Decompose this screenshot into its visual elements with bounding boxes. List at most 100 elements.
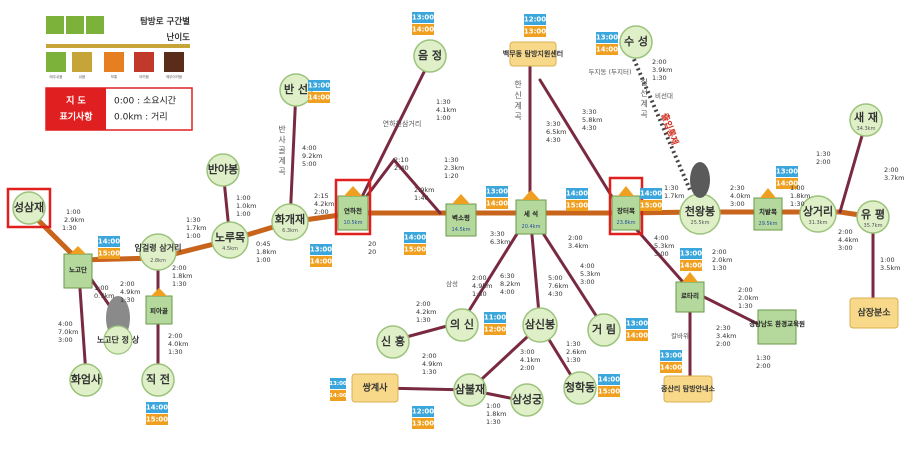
- shelter-yeonhacheon[interactable]: 연하천 10.5km: [337, 186, 369, 231]
- node-seongsamjae[interactable]: 성삼재: [12, 191, 46, 225]
- time-box-geoim: 13:00 14:00: [626, 318, 648, 341]
- hut-icon: [522, 190, 540, 200]
- hut-icon: [344, 186, 362, 196]
- time-box-hwagaejae: 13:00 14:00: [310, 244, 332, 267]
- dist-text: 4.2km: [314, 200, 334, 208]
- dist-text: 5:00: [548, 274, 563, 282]
- time-text: 13:00: [626, 320, 648, 328]
- node-norumok[interactable]: 노루목 4.5km: [211, 221, 249, 259]
- time-text: 15:00: [98, 250, 120, 258]
- node-imgeollyeong[interactable]: 임걸령 삼거리 2.8km: [135, 233, 182, 271]
- time-text: 13:00: [412, 14, 434, 22]
- distance-labels: 1:00 2.9km 1:30 1:30 1.7km 1:00 1:00 1.0…: [58, 58, 904, 426]
- shelter-sub: 29.5km: [759, 221, 778, 227]
- node-yupyeong[interactable]: 유 평 35.7km: [856, 200, 890, 234]
- node-hwagaejae[interactable]: 화개재 6.3km: [271, 203, 309, 241]
- box-baengmudong[interactable]: 백무동 탐방지원센터: [503, 41, 563, 67]
- level-swatch: [66, 16, 84, 34]
- shelter-label: 벽소령: [452, 213, 470, 222]
- level-very-hard-label: 매우어려움: [166, 74, 183, 79]
- dist-text: 3.5km: [880, 264, 900, 272]
- dist-text: 2:40: [394, 164, 409, 172]
- dist-text: 1:40: [414, 194, 429, 202]
- shelter-sub: 10.5km: [344, 220, 363, 226]
- dist-text: 1.8km: [172, 272, 192, 280]
- node-saejae[interactable]: 새 재 34.3km: [849, 103, 883, 137]
- level-very-easy-icon: [46, 52, 66, 72]
- level-hard-icon: [134, 52, 154, 72]
- box-label: 삼장분소: [857, 307, 891, 319]
- dist-text: 1:00: [790, 184, 805, 192]
- node-jikjeon[interactable]: 직 전: [141, 363, 175, 397]
- dist-text: 2:30: [716, 324, 731, 332]
- dist-text: 1.8km: [486, 410, 506, 418]
- closed-trail: [628, 49, 692, 191]
- node-samseonggung[interactable]: 삼성궁: [510, 383, 544, 417]
- node-geoim[interactable]: 거 림: [587, 313, 621, 347]
- dist-text: 3:00: [838, 244, 853, 252]
- node-suseong[interactable]: 수 성: [619, 25, 653, 59]
- box-ssanggyesa[interactable]: 쌍계사: [351, 373, 399, 403]
- shelter-rotary[interactable]: 로타리: [675, 272, 705, 313]
- node-samsinbong[interactable]: 삼신봉: [522, 307, 558, 343]
- node-cheonghakdong[interactable]: 청학동: [563, 371, 597, 405]
- time-text: 14:00: [412, 26, 434, 34]
- node-eumjeong[interactable]: 음 정: [413, 39, 447, 73]
- dist-text: 3:00: [730, 200, 745, 208]
- dist-text: 3.4km: [716, 332, 736, 340]
- node-label: 청학동: [565, 380, 595, 394]
- dist-text: 1:30: [652, 74, 667, 82]
- time-text: 15:00: [640, 202, 662, 210]
- dist-text: 4.1km: [520, 356, 540, 364]
- box-samjangbunso[interactable]: 삼장분소: [849, 297, 899, 329]
- shelter-seseok[interactable]: 세 석 20.4km: [515, 190, 547, 235]
- node-hwaeomsa[interactable]: 화엄사: [69, 363, 103, 397]
- dist-text: 2:00: [838, 228, 853, 236]
- node-sub: 25.5km: [691, 220, 710, 226]
- shelter-nogodan[interactable]: 노고단: [63, 246, 93, 289]
- node-sub: 4.5km: [222, 246, 238, 252]
- node-sinheung[interactable]: 신 흥: [376, 325, 410, 359]
- shelter-label: 치밭목: [759, 207, 777, 216]
- node-banyabong[interactable]: 반야봉: [206, 153, 240, 187]
- shelter-piagol[interactable]: 피아골: [145, 288, 173, 325]
- dist-text: 4.1km: [436, 106, 456, 114]
- time-text: 14:00: [626, 332, 648, 340]
- node-label: 유 평: [861, 207, 885, 221]
- dist-text: 3:00: [520, 348, 535, 356]
- chilseon-valley-label: 칠 선 계 곡: [640, 78, 649, 119]
- time-text: 12:00: [524, 16, 546, 24]
- node-sambuljae[interactable]: 삼불재: [453, 373, 487, 407]
- node-circle: [103, 325, 133, 355]
- dist-text: 1:30: [486, 418, 501, 426]
- level-normal-icon: [104, 52, 124, 72]
- node-uisin[interactable]: 의 신: [445, 308, 479, 342]
- node-sub: 35.7km: [864, 223, 883, 229]
- node-sub: 31.3km: [809, 220, 828, 226]
- shelter-gyeongsangnamdo[interactable]: 경상남도 환경교육원: [749, 309, 805, 345]
- shelter-chibatmok[interactable]: 치밭목 29.5km: [753, 188, 783, 231]
- node-banseon[interactable]: 반 선: [279, 73, 313, 107]
- node-sanggeori[interactable]: 상거리 31.3km: [799, 195, 837, 233]
- box-jungsanri[interactable]: 중산리 탐방안내소: [661, 375, 716, 403]
- time-box-uisin: 11:00 12:00: [484, 312, 506, 335]
- dist-text: 2:10: [394, 156, 409, 164]
- shelter-sub: 20.4km: [522, 224, 541, 230]
- dist-text: 2.9km: [414, 186, 434, 194]
- dist-text: 2:00: [716, 340, 731, 348]
- time-text: 14:00: [146, 404, 168, 412]
- time-text: 13:00: [596, 34, 618, 42]
- shelter-jangteomok[interactable]: 장터목 23.8km: [611, 186, 641, 231]
- shelter-byeoksoryeong[interactable]: 벽소령 14.5km: [445, 194, 477, 237]
- yeonha-junction-label: 연하천삼거리: [383, 119, 422, 128]
- dist-text: 2.6km: [566, 348, 586, 356]
- time-text: 13:00: [524, 28, 546, 36]
- map-key-label-bg: [46, 88, 106, 130]
- node-label: 수 성: [624, 34, 648, 48]
- dist-text: 6.5km: [546, 128, 566, 136]
- node-cheonwangbong[interactable]: 천왕봉 25.5km: [679, 193, 721, 235]
- node-nogodan-jeongsang[interactable]: 노고단 정 상: [97, 296, 140, 355]
- hut-icon: [618, 186, 634, 196]
- dist-text: 1:30: [168, 348, 183, 356]
